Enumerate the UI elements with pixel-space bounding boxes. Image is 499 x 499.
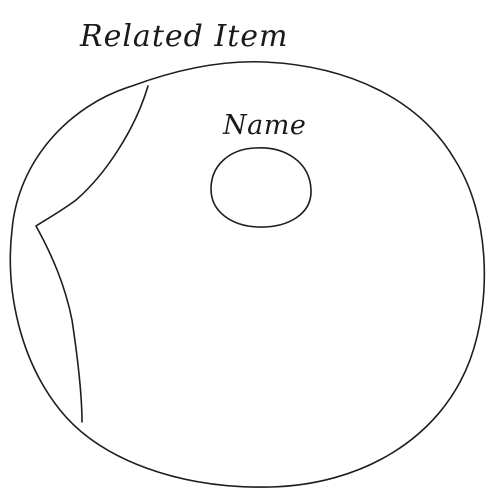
side-segment-divider xyxy=(35,85,149,423)
diagram-title: Related Item xyxy=(79,19,288,54)
node-circle xyxy=(210,147,312,228)
node-label: Name xyxy=(222,110,306,141)
outer-ellipse xyxy=(9,60,486,488)
